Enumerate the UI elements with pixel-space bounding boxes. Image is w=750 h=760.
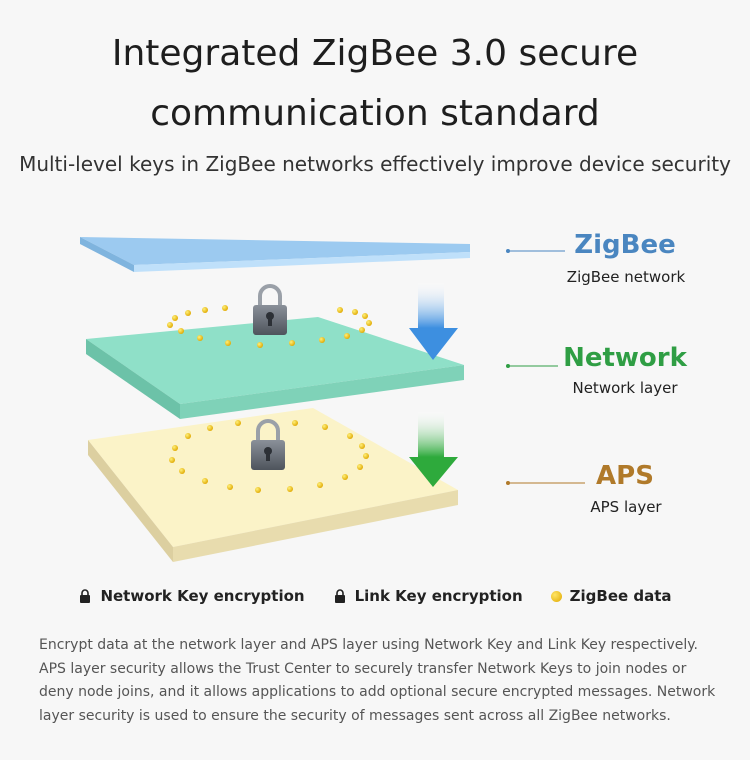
legend-zigbee-data: ZigBee data	[550, 587, 672, 605]
zigbee-label-title: ZigBee	[574, 230, 675, 260]
page-title: Integrated ZigBee 3.0 secure communicati…	[0, 24, 750, 144]
network-layer-plate	[86, 317, 464, 419]
network-label: Network Network layer	[506, 343, 688, 397]
zigbee-label-subtitle: ZigBee network	[567, 268, 686, 286]
aps-data-ring	[169, 420, 369, 493]
zigbee-label: ZigBee ZigBee network	[506, 230, 686, 286]
layer-diagram: ZigBee ZigBee network Network Network la…	[80, 230, 688, 562]
lock-icon	[80, 589, 91, 603]
network-label-subtitle: Network layer	[572, 379, 678, 397]
dot-icon	[550, 590, 562, 602]
aps-label: APS APS layer	[506, 461, 662, 516]
aps-label-subtitle: APS layer	[590, 498, 662, 516]
aps-layer-plate	[88, 408, 458, 562]
legend: Network Key encryption Link Key encrypti…	[0, 585, 750, 607]
legend-zigbee-data-label: ZigBee data	[569, 587, 672, 605]
zigbee-layer-plate	[80, 237, 470, 272]
page-subtitle: Multi-level keys in ZigBee networks effe…	[19, 152, 731, 176]
aps-label-title: APS	[596, 461, 654, 491]
blue-down-arrow-icon	[409, 283, 458, 360]
network-label-title: Network	[563, 343, 688, 373]
lock-icon	[334, 589, 345, 603]
legend-link-key-label: Link Key encryption	[354, 587, 523, 605]
title-line-1: Integrated ZigBee 3.0 secure	[111, 33, 639, 74]
legend-network-key-label: Network Key encryption	[100, 587, 305, 605]
network-key-lock-icon	[251, 284, 289, 337]
legend-link-key: Link Key encryption	[333, 587, 523, 605]
green-down-arrow-icon	[409, 412, 458, 487]
network-data-ring	[167, 305, 372, 348]
title-line-2: communication standard	[150, 93, 600, 134]
legend-network-key: Network Key encryption	[78, 587, 305, 605]
description-text: Encrypt data at the network layer and AP…	[39, 637, 716, 724]
